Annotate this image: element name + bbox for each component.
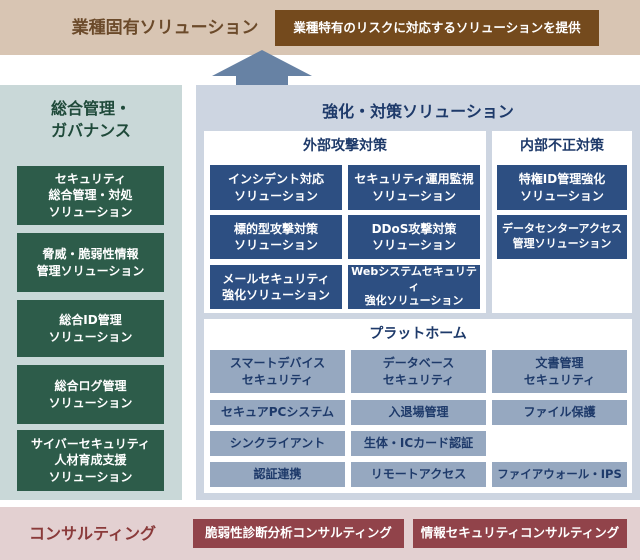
platform-item[interactable]: 認証連携 bbox=[210, 462, 345, 487]
governance-item[interactable]: 総合ログ管理 ソリューション bbox=[17, 365, 164, 424]
consulting-title: コンサルティング bbox=[28, 523, 157, 543]
platform-item[interactable]: スマートデバイス セキュリティ bbox=[210, 350, 345, 393]
external-item[interactable]: メールセキュリティ 強化ソリューション bbox=[210, 265, 342, 309]
internal-item[interactable]: 特権ID管理強化 ソリューション bbox=[497, 165, 627, 210]
platform-item[interactable]: リモートアクセス bbox=[351, 462, 486, 487]
up-arrow-icon bbox=[212, 50, 312, 94]
external-item[interactable]: Webシステムセキュリティ 強化ソリューション bbox=[348, 265, 480, 309]
platform-item[interactable]: シンクライアント bbox=[210, 431, 345, 456]
industry-title: 業種固有ソリューション bbox=[71, 17, 259, 38]
consulting-item[interactable]: 脆弱性診断分析コンサルティング bbox=[193, 519, 404, 548]
consulting-item[interactable]: 情報セキュリティコンサルティング bbox=[413, 519, 627, 548]
enhancement-title: 強化・対策ソリューション bbox=[322, 102, 514, 122]
governance-item[interactable]: 総合ID管理 ソリューション bbox=[17, 300, 164, 357]
platform-item[interactable]: データベース セキュリティ bbox=[351, 350, 486, 393]
platform-item[interactable]: ファイアウォール・IPS bbox=[492, 462, 627, 487]
internal-item[interactable]: データセンターアクセス 管理ソリューション bbox=[497, 215, 627, 259]
external-attack-title: 外部攻撃対策 bbox=[303, 137, 387, 154]
platform-item[interactable]: ファイル保護 bbox=[492, 400, 627, 425]
external-item[interactable]: DDoS攻撃対策 ソリューション bbox=[348, 215, 480, 259]
external-item[interactable]: セキュリティ運用監視 ソリューション bbox=[348, 165, 480, 210]
external-item[interactable]: 標的型攻撃対策 ソリューション bbox=[210, 215, 342, 259]
governance-item[interactable]: サイバーセキュリティ 人材育成支援 ソリューション bbox=[17, 430, 164, 491]
platform-title: プラットホーム bbox=[369, 325, 467, 342]
internal-fraud-title: 内部不正対策 bbox=[520, 137, 604, 154]
industry-description: 業種特有のリスクに対応するソリューションを提供 bbox=[275, 10, 599, 46]
governance-title: 総合管理・ ガバナンス bbox=[50, 99, 131, 140]
governance-item[interactable]: セキュリティ 総合管理・対処 ソリューション bbox=[17, 166, 164, 225]
platform-item[interactable]: 入退場管理 bbox=[351, 400, 486, 425]
platform-item[interactable]: セキュアPCシステム bbox=[210, 400, 345, 425]
platform-item[interactable]: 文書管理 セキュリティ bbox=[492, 350, 627, 393]
governance-item[interactable]: 脅威・脆弱性情報 管理ソリューション bbox=[17, 233, 164, 292]
external-item[interactable]: インシデント対応 ソリューション bbox=[210, 165, 342, 210]
platform-item[interactable]: 生体・ICカード認証 bbox=[351, 431, 486, 456]
